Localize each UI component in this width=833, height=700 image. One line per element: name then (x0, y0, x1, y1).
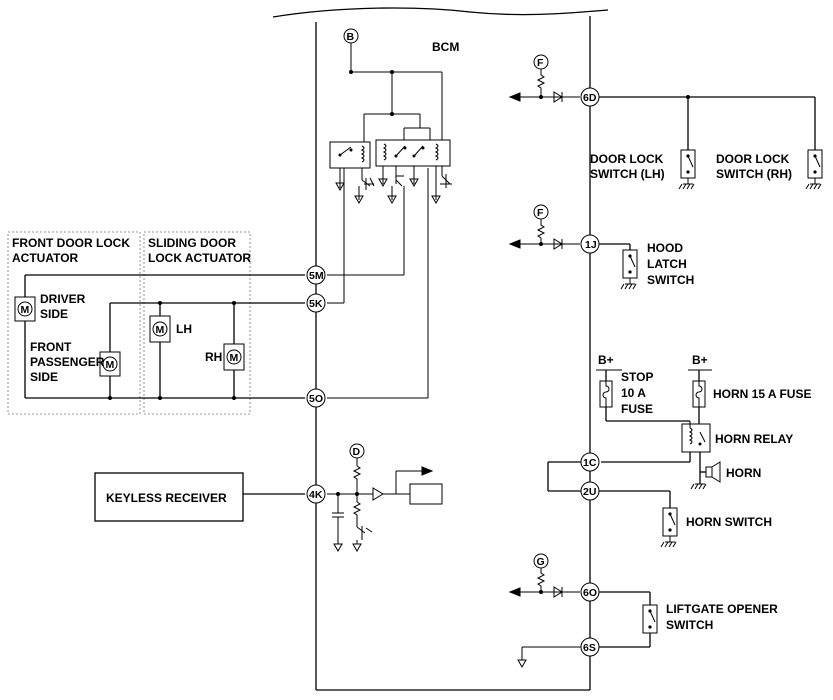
supply-f2-label: F (537, 207, 544, 219)
svg-text:M: M (230, 352, 239, 364)
pin-5m: 5M (306, 265, 326, 285)
sliding-lh-label: LH (176, 322, 192, 336)
supply-g-label: G (537, 556, 545, 568)
horn-15a-fuse (692, 380, 706, 408)
liftgate-opener-switch (642, 604, 658, 634)
front-actuator-label: FRONT DOOR LOCK (12, 236, 130, 250)
stop-fuse (599, 380, 613, 408)
pin-2u: 2U (580, 481, 600, 501)
horn-switch (660, 507, 678, 548)
pin-1j: 1J (580, 234, 600, 254)
svg-text:1J: 1J (585, 239, 597, 251)
bcm-break-line (272, 7, 609, 18)
svg-text:PASSENGER: PASSENGER (30, 355, 105, 369)
svg-text:SWITCH (LH): SWITCH (LH) (590, 167, 665, 181)
horn-switch-label: HORN SWITCH (686, 515, 772, 529)
svg-text:5K: 5K (309, 298, 323, 310)
lock-relay-2 (375, 139, 451, 167)
bplus-stop-label: B+ (598, 353, 614, 367)
svg-text:SWITCH: SWITCH (647, 273, 694, 287)
pin-1c: 1C (580, 452, 600, 472)
pin-6s: 6S (580, 637, 600, 657)
lock-relay-circuit: B (329, 28, 452, 205)
svg-text:LOCK ACTUATOR: LOCK ACTUATOR (148, 251, 251, 265)
motor-sliding-lh: M (149, 315, 171, 343)
supply-b-label: B (347, 31, 355, 43)
front-door-lock-actuator-group: FRONT DOOR LOCK ACTUATOR (7, 231, 141, 415)
motor-sliding-rh: M (223, 343, 245, 371)
svg-text:6O: 6O (583, 587, 597, 599)
pin-6o: 6O (580, 582, 600, 602)
keyless-receiver-label: KEYLESS RECEIVER (106, 491, 227, 505)
svg-text:M: M (21, 304, 30, 316)
pin-6d: 6D (580, 87, 600, 107)
sliding-door-lock-actuator-group: SLIDING DOOR LOCK ACTUATOR (143, 231, 251, 415)
supply-d-label: D (353, 446, 361, 458)
door-lock-switch-rh (805, 149, 823, 190)
hood-latch-input-circuit: F (508, 204, 580, 250)
pin-5k: 5K (306, 293, 326, 313)
horn-relay-label: HORN RELAY (715, 432, 793, 446)
horn-relay (681, 423, 711, 453)
svg-text:LATCH: LATCH (647, 257, 687, 271)
keyless-receiver-box (94, 472, 244, 522)
motor-driver-side: M (14, 296, 36, 322)
svg-text:1C: 1C (583, 457, 597, 469)
door-lock-switch-lh (678, 149, 696, 190)
hood-latch-label: HOOD (647, 241, 683, 255)
lock-relay-1 (329, 141, 371, 169)
svg-text:M: M (156, 324, 165, 336)
horn-label: HORN (726, 466, 761, 480)
svg-text:5O: 5O (309, 393, 323, 405)
svg-text:FUSE: FUSE (621, 402, 653, 416)
pin-5o: 5O (306, 388, 326, 408)
svg-text:10 A: 10 A (621, 386, 646, 400)
svg-text:SWITCH: SWITCH (666, 618, 713, 632)
svg-text:5M: 5M (309, 270, 324, 282)
liftgate-label: LIFTGATE OPENER (666, 602, 778, 616)
stop-fuse-label: STOP (621, 370, 653, 384)
pin-4k: 4K (306, 484, 326, 504)
receiver-input-circuit: D (327, 443, 443, 553)
svg-text:SWITCH (RH): SWITCH (RH) (716, 167, 792, 181)
bplus-horn-label: B+ (692, 353, 708, 367)
svg-text:M: M (106, 359, 115, 371)
bcm-title: BCM (432, 40, 459, 54)
supply-f1-label: F (537, 57, 544, 69)
hood-latch-switch (620, 249, 638, 290)
door-lock-lh-label: DOOR LOCK (590, 152, 664, 166)
horn-fuse-label: HORN 15 A FUSE (713, 387, 811, 401)
svg-text:ACTUATOR: ACTUATOR (12, 251, 79, 265)
svg-text:SIDE: SIDE (40, 307, 68, 321)
motor-front-passenger-side: M (99, 351, 121, 377)
door-lock-rh-label: DOOR LOCK (716, 152, 790, 166)
front-passenger-label: FRONT (30, 340, 72, 354)
svg-text:2U: 2U (583, 486, 596, 498)
driver-side-label: DRIVER (40, 292, 86, 306)
sliding-rh-label: RH (205, 350, 222, 364)
door-lock-input-circuit: F (508, 54, 580, 103)
svg-text:6D: 6D (583, 92, 597, 104)
bcm-module: BCM (272, 7, 609, 691)
receiver-output-block (409, 483, 443, 505)
liftgate-input-circuit: G (508, 553, 580, 598)
svg-text:SIDE: SIDE (30, 370, 58, 384)
svg-text:6S: 6S (583, 642, 596, 654)
horn (705, 461, 721, 483)
svg-text:4K: 4K (309, 489, 323, 501)
sliding-actuator-label: SLIDING DOOR (148, 236, 236, 250)
